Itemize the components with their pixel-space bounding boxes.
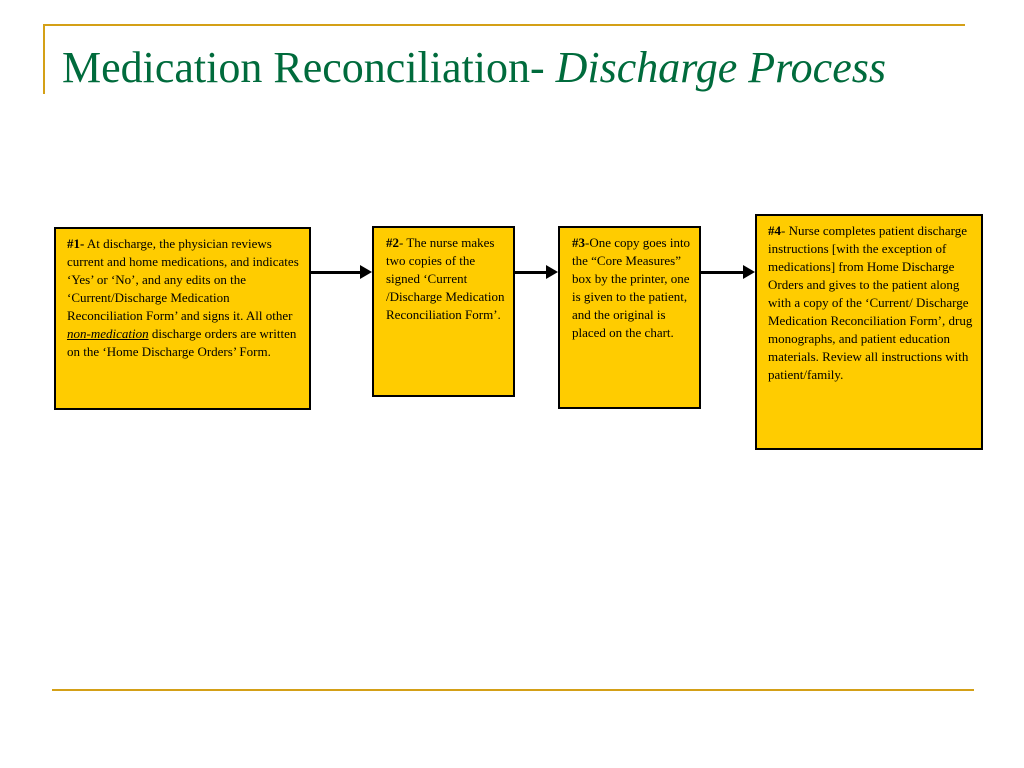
step-4-text: - Nurse completes patient discharge inst… — [768, 223, 973, 382]
top-rule — [43, 24, 965, 26]
step-1-number: #1- — [67, 236, 85, 251]
step-3-number: #3 — [572, 235, 585, 250]
step-1-text-a: At discharge, the physician reviews curr… — [67, 236, 299, 323]
page-title: Medication Reconciliation- Discharge Pro… — [62, 43, 886, 92]
title-italic: Discharge Process — [555, 43, 886, 92]
arrow-3-shaft — [701, 271, 746, 274]
title-main: Medication Reconciliation- — [62, 43, 556, 92]
bottom-rule — [52, 689, 974, 691]
step-4-box: #4- Nurse completes patient discharge in… — [755, 214, 983, 450]
arrow-2-shaft — [515, 271, 549, 274]
step-2-box: #2- The nurse makes two copies of the si… — [372, 226, 515, 397]
step-1-emphasis: non-medication — [67, 326, 149, 341]
flow-arrow-2 — [515, 265, 558, 279]
arrow-3-head — [743, 265, 755, 279]
left-rule — [43, 24, 45, 94]
step-4-number: #4 — [768, 223, 781, 238]
step-1-box: #1- At discharge, the physician reviews … — [54, 227, 311, 410]
step-2-text: - The nurse makes two copies of the sign… — [386, 235, 505, 322]
step-2-number: #2 — [386, 235, 399, 250]
step-1-text-b: discharge orders are written on the ‘Hom… — [67, 326, 297, 359]
flow-arrow-1 — [311, 265, 372, 279]
arrow-1-shaft — [311, 271, 363, 274]
step-3-text: -One copy goes into the “Core Measures” … — [572, 235, 691, 340]
arrow-1-head — [360, 265, 372, 279]
flow-arrow-3 — [701, 265, 755, 279]
arrow-2-head — [546, 265, 558, 279]
step-3-box: #3-One copy goes into the “Core Measures… — [558, 226, 701, 409]
